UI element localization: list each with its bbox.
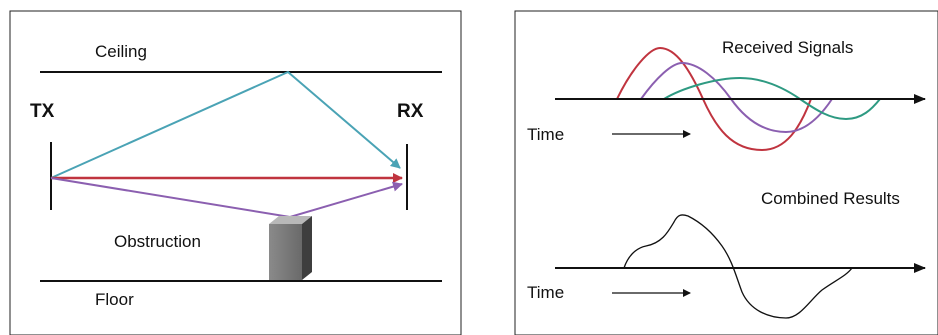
ceiling-reflection-path (50, 70, 401, 179)
right-panel: Received Signals Time Combined Results T… (514, 10, 938, 335)
ceiling-label: Ceiling (95, 42, 147, 61)
time-label-bottom: Time (527, 283, 564, 302)
obstruction-label: Obstruction (114, 232, 201, 251)
obstruction-box (269, 216, 312, 280)
received-signals-title: Received Signals (722, 38, 853, 57)
left-panel-frame (9, 10, 462, 335)
rx-label: RX (397, 101, 424, 122)
right-panel-frame (514, 10, 938, 335)
time-label-top: Time (527, 125, 564, 144)
combined-result-wave (623, 214, 853, 319)
floor-label: Floor (95, 290, 134, 309)
combined-results-title: Combined Results (761, 189, 900, 208)
tx-label: TX (30, 101, 55, 122)
left-panel: Ceiling TX RX Obstruction Floor (9, 10, 462, 335)
